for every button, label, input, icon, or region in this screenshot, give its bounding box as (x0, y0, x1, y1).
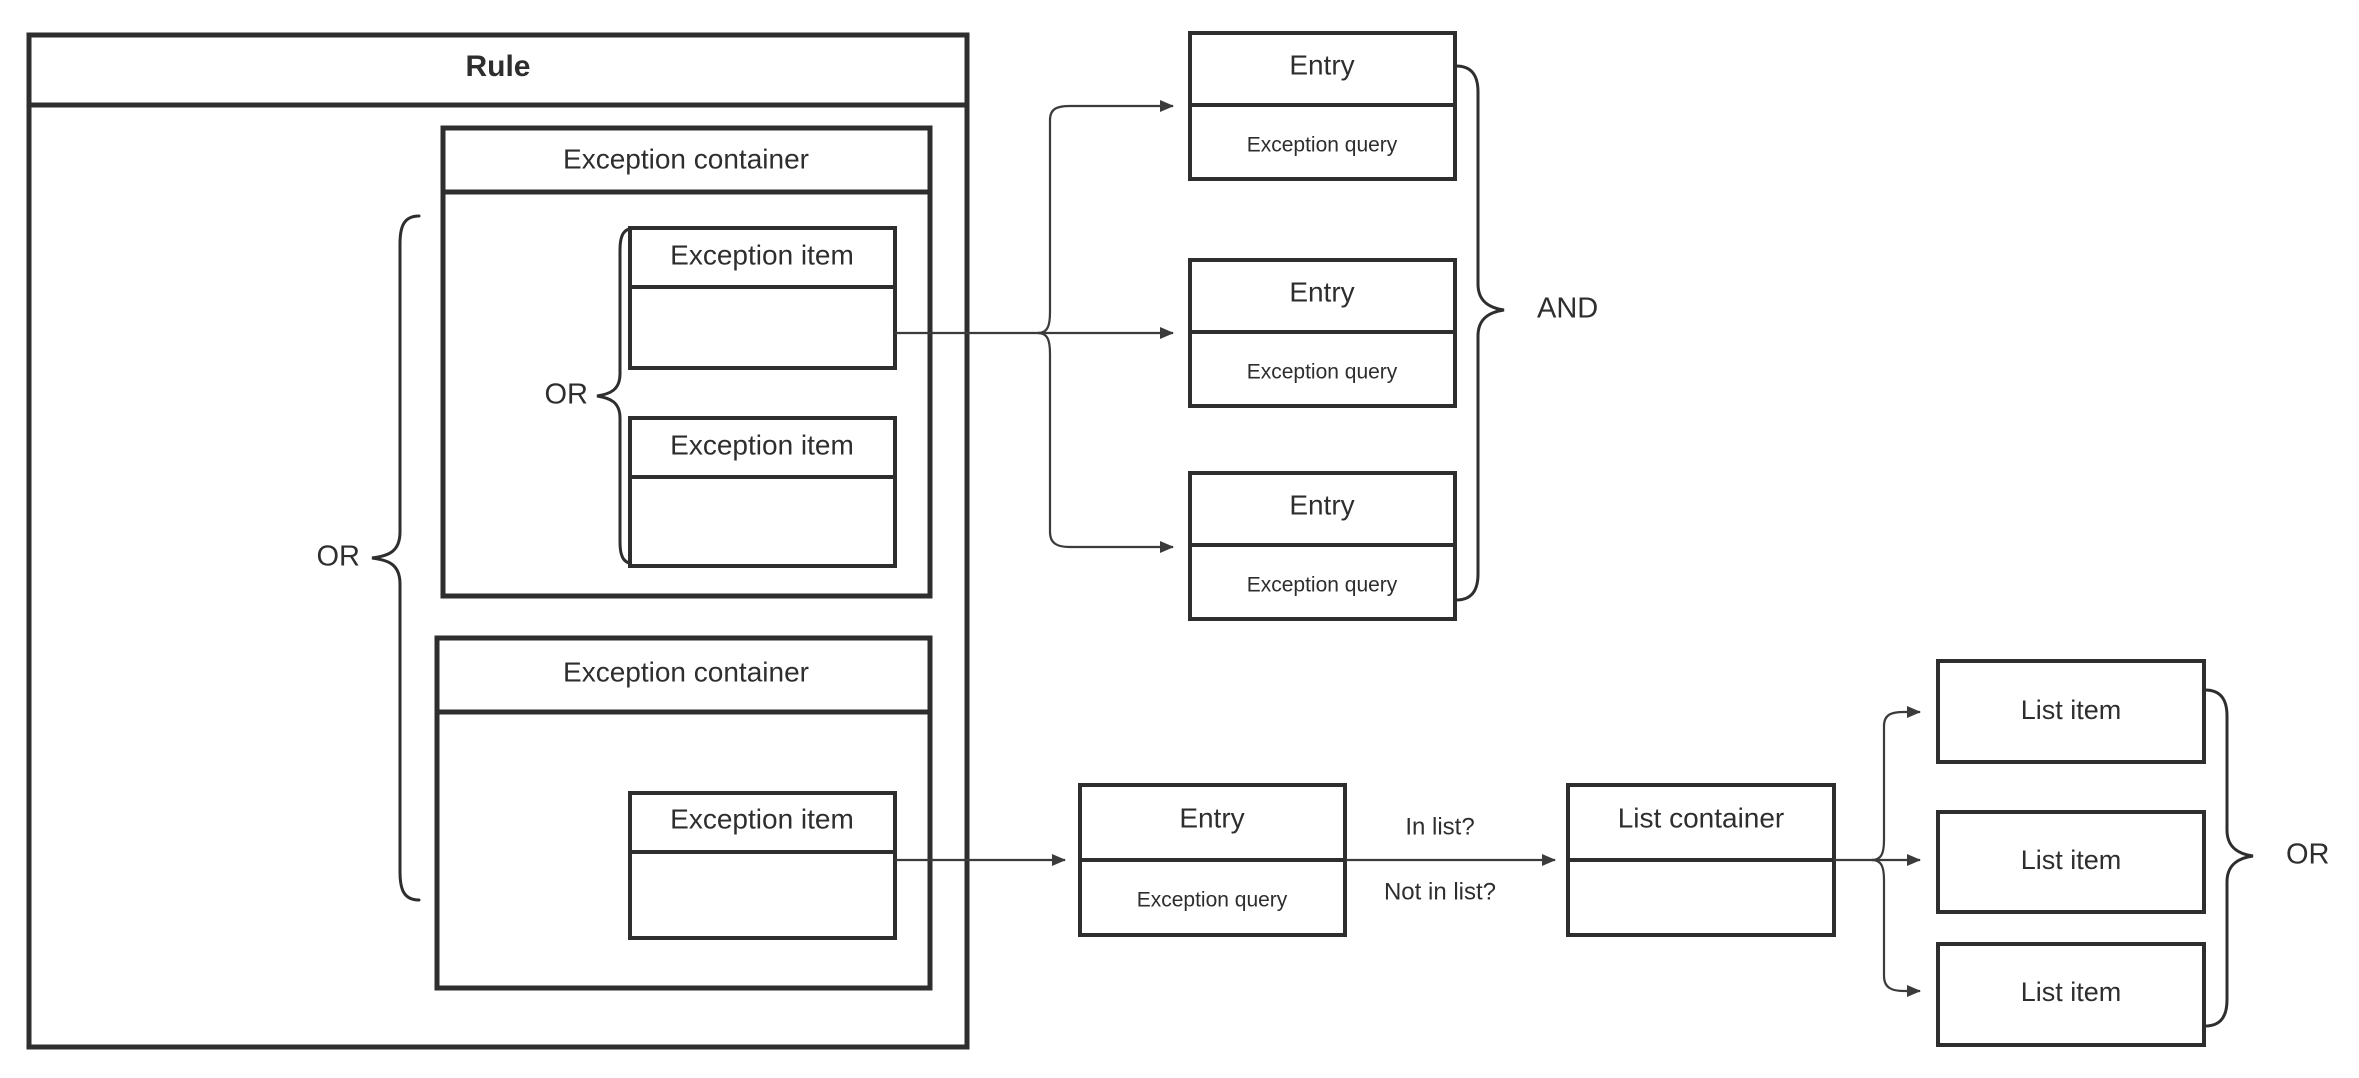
and-brace: AND (1454, 64, 1598, 602)
connector-list-container-to-items (1834, 706, 1921, 997)
rule-title: Rule (465, 50, 530, 83)
entry-2[interactable]: Entry Exception query (1188, 258, 1457, 408)
entry-3-body: Exception query (1247, 574, 1398, 597)
list-container[interactable]: List container (1566, 783, 1836, 937)
exception-container-2-header: Exception container (563, 656, 809, 687)
edge-label-in-list: In list? (1405, 813, 1474, 840)
list-item-1[interactable]: List item (1936, 659, 2206, 764)
outer-or-label: OR (317, 541, 361, 573)
container-1-or-brace: OR (545, 226, 637, 566)
exception-item-1-header: Exception item (670, 239, 854, 270)
exception-item-3[interactable]: Exception item (628, 791, 897, 940)
list-flow-entry-title: Entry (1179, 802, 1244, 833)
connector-entry-to-list-container: In list? Not in list? (1346, 813, 1556, 905)
entry-2-body: Exception query (1247, 361, 1398, 384)
entry-1[interactable]: Entry Exception query (1188, 31, 1457, 181)
outer-or-brace: OR (317, 214, 421, 902)
list-container-header: List container (1618, 802, 1785, 833)
exception-item-2[interactable]: Exception item (628, 416, 897, 568)
list-item-3-label: List item (2021, 977, 2122, 1007)
and-label: AND (1537, 293, 1598, 325)
list-item-3[interactable]: List item (1936, 942, 2206, 1047)
entry-2-title: Entry (1289, 276, 1354, 307)
exception-item-2-header: Exception item (670, 429, 854, 460)
list-item-2[interactable]: List item (1936, 810, 2206, 914)
exception-item-1[interactable]: Exception item (628, 226, 897, 370)
entry-1-body: Exception query (1247, 134, 1398, 157)
entry-1-title: Entry (1289, 49, 1354, 80)
entry-3[interactable]: Entry Exception query (1188, 471, 1457, 621)
connector-exception-to-entries (895, 100, 1174, 553)
entry-3-title: Entry (1289, 489, 1354, 520)
list-item-2-label: List item (2021, 845, 2122, 875)
list-or-brace: OR (2203, 688, 2330, 1028)
exception-container-1-header: Exception container (563, 143, 809, 174)
edge-label-not-in-list: Not in list? (1384, 878, 1496, 905)
list-flow-entry-body: Exception query (1137, 889, 1288, 912)
container-1-or-label: OR (545, 379, 589, 411)
exception-item-3-header: Exception item (670, 803, 854, 834)
list-item-1-label: List item (2021, 695, 2122, 725)
list-flow-entry[interactable]: Entry Exception query (1078, 783, 1347, 937)
list-or-label: OR (2286, 839, 2330, 871)
